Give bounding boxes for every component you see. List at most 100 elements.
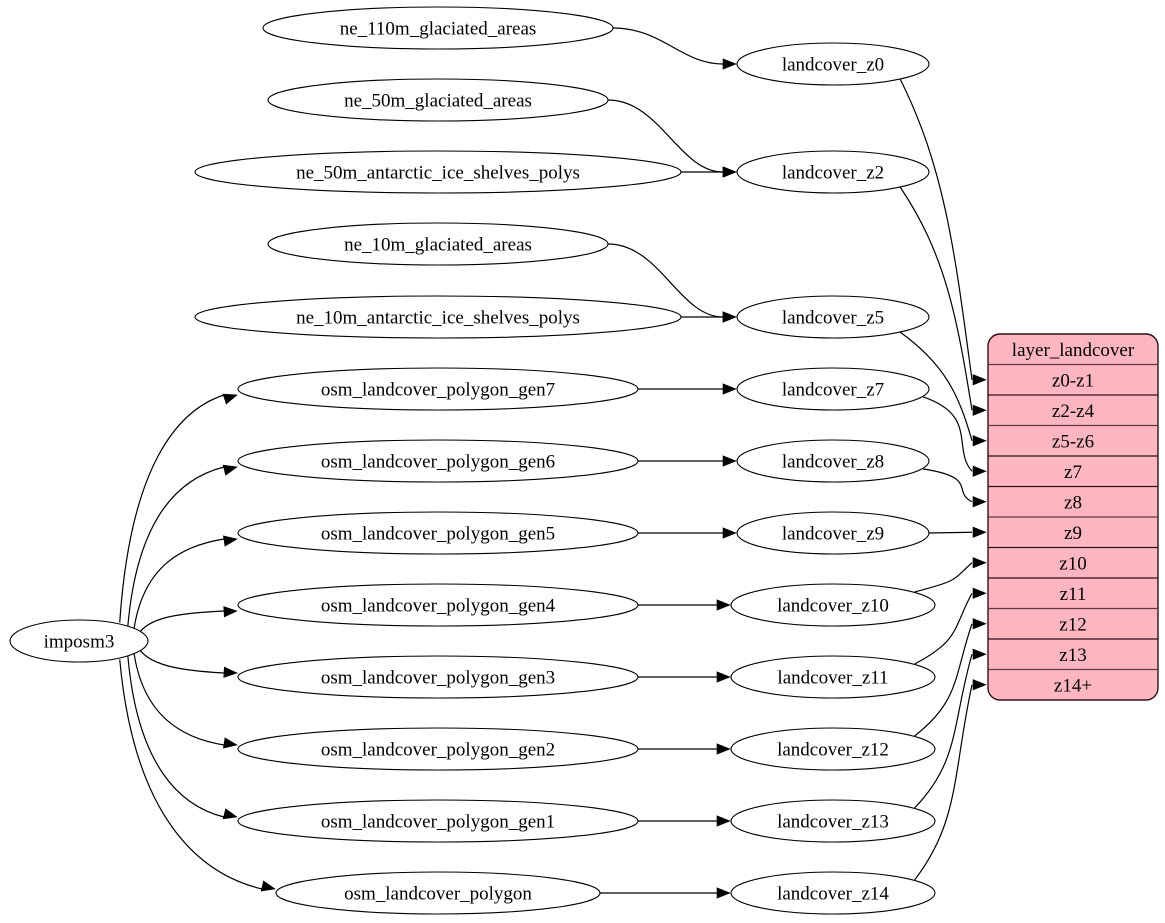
edge-imposm3-to-osm_landcover_polygon_gen4-arrowhead-icon: [223, 606, 238, 618]
node-osm_landcover_polygon_gen4[interactable]: osm_landcover_polygon_gen4: [237, 583, 639, 627]
node-label: osm_landcover_polygon: [344, 884, 532, 905]
edge-osm_landcover_polygon_gen1-to-landcover_z13-arrowhead-icon: [716, 815, 731, 827]
table-row-z11[interactable]: z11: [988, 578, 1158, 609]
edge-imposm3-to-osm_landcover_polygon_gen1: [127, 655, 225, 818]
node-osm_landcover_polygon_gen6[interactable]: osm_landcover_polygon_gen6: [237, 439, 639, 483]
node-shape-osm-table: [237, 367, 639, 411]
edge-landcover_z2-to-table-row-1-arrowhead-icon: [972, 404, 987, 416]
node-landcover_z7[interactable]: landcover_z7: [736, 367, 930, 411]
node-shape-osm-table: [237, 439, 639, 483]
node-label: landcover_z8: [782, 452, 884, 473]
node-label: landcover_z11: [777, 668, 888, 689]
table-row-z8[interactable]: z8: [988, 487, 1158, 518]
node-shape-natural-earth: [194, 150, 682, 194]
node-ne_10m_glaciated_areas[interactable]: ne_10m_glaciated_areas: [267, 222, 609, 266]
node-label: imposm3: [44, 632, 115, 653]
node-osm_landcover_polygon_gen2[interactable]: osm_landcover_polygon_gen2: [237, 727, 639, 771]
node-shape-natural-earth: [194, 295, 682, 339]
edge-landcover_z5-to-table-row-2-arrowhead-icon: [972, 435, 987, 447]
node-landcover_z10[interactable]: landcover_z10: [730, 583, 936, 627]
node-ne_110m_glaciated_areas[interactable]: ne_110m_glaciated_areas: [262, 6, 614, 50]
node-landcover_z2[interactable]: landcover_z2: [736, 150, 930, 194]
node-shape-landcover-view: [730, 799, 936, 843]
node-shape-natural-earth: [267, 78, 609, 122]
node-label: osm_landcover_polygon_gen5: [321, 524, 555, 545]
node-landcover_z14[interactable]: landcover_z14: [730, 871, 936, 915]
edge-landcover_z9-to-table-row-5-arrowhead-icon: [972, 526, 987, 538]
edge-landcover_z10-to-table-row-6: [914, 562, 973, 593]
edge-landcover_z12-to-table-row-8-arrowhead-icon: [972, 618, 987, 630]
edge-ne_10m_antarctic_ice_shelves_polys-to-landcover_z5-arrowhead-icon: [722, 311, 737, 323]
node-label: ne_110m_glaciated_areas: [340, 19, 537, 40]
node-label: landcover_z2: [782, 163, 884, 184]
node-landcover_z11[interactable]: landcover_z11: [730, 655, 936, 699]
node-landcover_z12[interactable]: landcover_z12: [730, 727, 936, 771]
edge-landcover_z13-to-table-row-9: [914, 654, 973, 809]
node-shape-natural-earth: [262, 6, 614, 50]
node-landcover_z13[interactable]: landcover_z13: [730, 799, 936, 843]
node-shape-landcover-view: [736, 511, 930, 555]
node-ne_10m_antarctic_ice_shelves_polys[interactable]: ne_10m_antarctic_ice_shelves_polys: [194, 295, 682, 339]
edge-landcover_z7-to-table-row-3: [923, 396, 973, 472]
edge-ne_10m_glaciated_areas-to-landcover_z5: [607, 243, 724, 318]
table-row-label: z2-z4: [1052, 401, 1095, 422]
node-osm_landcover_polygon_gen7[interactable]: osm_landcover_polygon_gen7: [237, 367, 639, 411]
node-osm_landcover_polygon[interactable]: osm_landcover_polygon: [275, 871, 601, 915]
edge-landcover_z2-to-table-row-1: [899, 186, 973, 411]
node-ne_50m_glaciated_areas[interactable]: ne_50m_glaciated_areas: [267, 78, 609, 122]
node-shape-landcover-view: [736, 367, 930, 411]
node-shape-natural-earth: [267, 222, 609, 266]
node-imposm3[interactable]: imposm3: [9, 619, 149, 663]
table-row-z13[interactable]: z13: [988, 639, 1158, 670]
node-shape-osm-table: [237, 655, 639, 699]
table-header-label: layer_landcover: [1012, 340, 1135, 361]
table-row-z10[interactable]: z10: [988, 548, 1158, 579]
table-row-z12[interactable]: z12: [988, 609, 1158, 640]
node-shape-osm-table: [237, 583, 639, 627]
node-shape-osm-table: [237, 799, 639, 843]
node-label: landcover_z0: [782, 55, 884, 76]
table-row-label: z11: [1060, 584, 1087, 605]
edge-ne_50m_glaciated_areas-to-landcover_z2: [607, 99, 724, 173]
edge-landcover_z7-to-table-row-3-arrowhead-icon: [972, 465, 987, 477]
edge-imposm3-to-osm_landcover_polygon_gen7: [119, 394, 225, 623]
edge-landcover_z8-to-table-row-4: [923, 468, 973, 503]
node-shape-osm-table: [237, 727, 639, 771]
edge-osm_landcover_polygon_gen6-to-landcover_z8-arrowhead-icon: [722, 455, 737, 467]
node-landcover_z9[interactable]: landcover_z9: [736, 511, 930, 555]
table-row-z9[interactable]: z9: [988, 517, 1158, 548]
node-landcover_z8[interactable]: landcover_z8: [736, 439, 930, 483]
node-landcover_z0[interactable]: landcover_z0: [736, 42, 930, 86]
node-osm_landcover_polygon_gen3[interactable]: osm_landcover_polygon_gen3: [237, 655, 639, 699]
node-shape-landcover-view: [730, 655, 936, 699]
table-row-label: z9: [1064, 523, 1082, 544]
node-osm_landcover_polygon_gen1[interactable]: osm_landcover_polygon_gen1: [237, 799, 639, 843]
table-row-z0-z1[interactable]: z0-z1: [988, 365, 1158, 396]
node-label: osm_landcover_polygon_gen7: [321, 380, 555, 401]
edge-landcover_z9-to-table-row-5: [928, 531, 973, 534]
node-landcover_z5[interactable]: landcover_z5: [736, 295, 930, 339]
table-row-label: z12: [1059, 614, 1086, 635]
node-osm_landcover_polygon_gen5[interactable]: osm_landcover_polygon_gen5: [237, 511, 639, 555]
table-row-z2-z4[interactable]: z2-z4: [988, 395, 1158, 426]
edge-ne_50m_antarctic_ice_shelves_polys-to-landcover_z2-arrowhead-icon: [722, 166, 737, 178]
table-row-z7[interactable]: z7: [988, 456, 1158, 487]
edge-landcover_z0-to-table-row-0: [899, 78, 973, 380]
edge-landcover_z14-to-table-row-10-arrowhead-icon: [972, 679, 987, 691]
node-ne_50m_antarctic_ice_shelves_polys[interactable]: ne_50m_antarctic_ice_shelves_polys: [194, 150, 682, 194]
edge-imposm3-to-osm_landcover_polygon_gen4: [136, 610, 225, 639]
edge-landcover_z12-to-table-row-8: [914, 623, 973, 737]
nodes-layer: ne_110m_glaciated_areas ne_50m_glaciated_…: [9, 6, 936, 915]
table-row-label: z0-z1: [1052, 370, 1094, 391]
table-row-z5-z6[interactable]: z5-z6: [988, 426, 1158, 457]
node-shape-osm-table: [275, 871, 601, 915]
table-row-label: z8: [1064, 492, 1082, 513]
node-label: landcover_z5: [782, 308, 884, 329]
node-label: ne_10m_antarctic_ice_shelves_polys: [296, 308, 580, 329]
edge-imposm3-to-osm_landcover_polygon_gen6: [127, 466, 225, 627]
table-row-z14+[interactable]: z14+: [988, 670, 1158, 701]
edge-ne_110m_glaciated_areas-to-landcover_z0: [612, 27, 724, 65]
node-shape-landcover-view: [730, 871, 936, 915]
